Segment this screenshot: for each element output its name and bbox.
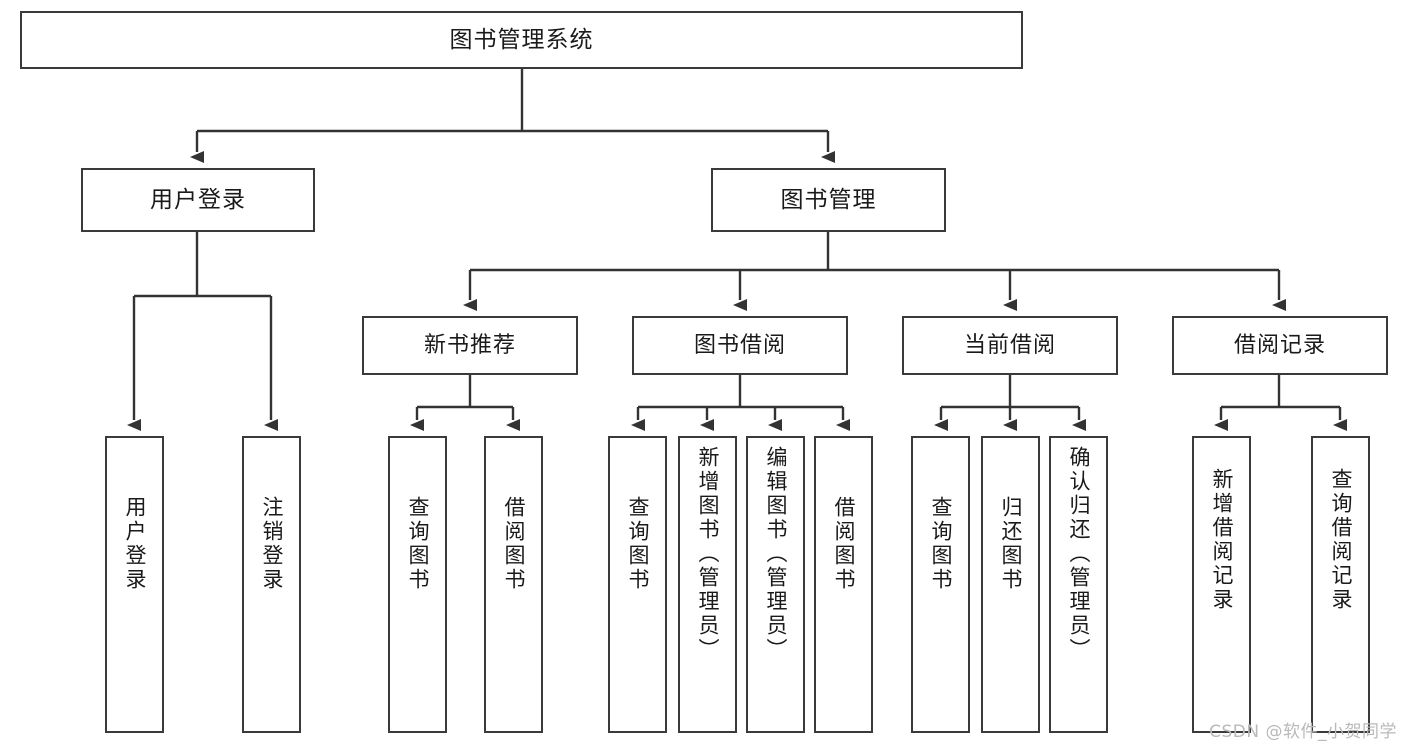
node-root-book-management-system[interactable]: 图书管理系统 xyxy=(20,11,1023,69)
node-book-management[interactable]: 图书管理 xyxy=(711,168,946,232)
node-label: 归还图书 xyxy=(999,496,1023,592)
leaf-query-book-current[interactable]: 查询图书 xyxy=(911,436,970,733)
node-label: 注销登录 xyxy=(260,496,284,592)
leaf-query-borrow-record[interactable]: 查询借阅记录 xyxy=(1311,436,1370,733)
leaf-borrow-book-recommend[interactable]: 借阅图书 xyxy=(484,436,543,733)
node-label: 借阅图书 xyxy=(832,496,856,592)
node-label: 新增图书（管理员） xyxy=(696,446,720,662)
node-label: 编辑图书（管理员） xyxy=(764,446,788,662)
node-label: 新书推荐 xyxy=(423,332,516,358)
node-label: 确认归还（管理员） xyxy=(1067,446,1091,662)
leaf-add-book[interactable]: 新增图书（管理员） xyxy=(678,436,737,733)
node-user-login[interactable]: 用户登录 xyxy=(81,168,315,232)
node-label: 图书管理系统 xyxy=(449,26,594,53)
node-label: 图书借阅 xyxy=(693,332,786,358)
node-label: 图书管理 xyxy=(780,186,877,213)
node-label: 新增借阅记录 xyxy=(1210,468,1234,612)
node-label: 查询借阅记录 xyxy=(1329,468,1353,612)
leaf-edit-book[interactable]: 编辑图书（管理员） xyxy=(746,436,805,733)
leaf-return-book[interactable]: 归还图书 xyxy=(981,436,1040,733)
leaf-logout-login[interactable]: 注销登录 xyxy=(242,436,301,733)
csdn-watermark: CSDN @软件_小贺同学 xyxy=(1209,722,1397,742)
leaf-add-borrow-record[interactable]: 新增借阅记录 xyxy=(1192,436,1251,733)
node-current-borrow[interactable]: 当前借阅 xyxy=(902,316,1118,375)
node-label: 借阅记录 xyxy=(1233,332,1326,358)
node-label: 当前借阅 xyxy=(963,332,1056,358)
node-borrow-record[interactable]: 借阅记录 xyxy=(1172,316,1388,375)
node-label: 用户登录 xyxy=(150,186,246,213)
leaf-user-login[interactable]: 用户登录 xyxy=(105,436,164,733)
node-label: 用户登录 xyxy=(123,496,147,592)
node-label: 查询图书 xyxy=(626,496,650,592)
leaf-borrow-book-borrow[interactable]: 借阅图书 xyxy=(814,436,873,733)
node-label: 借阅图书 xyxy=(502,496,526,592)
node-label: 查询图书 xyxy=(929,496,953,592)
node-book-borrow[interactable]: 图书借阅 xyxy=(632,316,848,375)
node-new-book-recommend[interactable]: 新书推荐 xyxy=(362,316,578,375)
leaf-query-book-borrow[interactable]: 查询图书 xyxy=(608,436,667,733)
leaf-query-book-recommend[interactable]: 查询图书 xyxy=(388,436,447,733)
leaf-confirm-return[interactable]: 确认归还（管理员） xyxy=(1049,436,1108,733)
node-label: 查询图书 xyxy=(406,496,430,592)
